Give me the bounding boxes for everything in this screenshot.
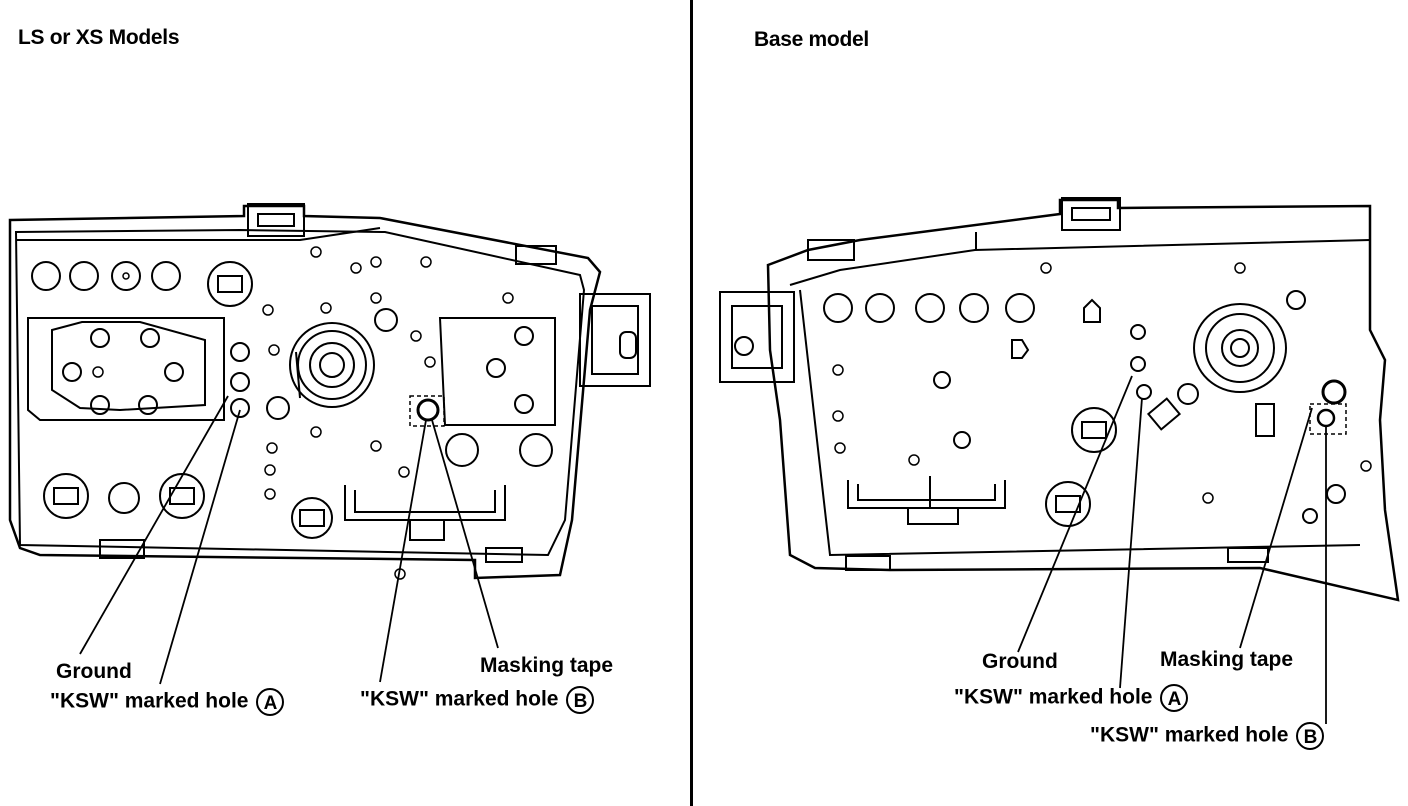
left-ksw-b-label: "KSW" marked hole B (360, 686, 595, 714)
left-masking-tape-label: Masking tape (480, 654, 614, 677)
ls-xs-gauge-assembly (8, 203, 651, 685)
hole-a-marker: A (256, 688, 285, 716)
hole-b-marker: B (566, 686, 595, 714)
left-ksw-b-text: "KSW" marked hole (360, 687, 559, 711)
right-masking-tape-label: Masking tape (1160, 648, 1294, 671)
right-ksw-b-label: "KSW" marked hole B (1090, 722, 1325, 750)
left-ksw-a-label: "KSW" marked hole A (50, 688, 285, 716)
right-panel-title: Base model (754, 28, 869, 51)
right-ground-label: Ground (982, 650, 1058, 673)
right-ksw-a-label: "KSW" marked hole A (954, 684, 1189, 712)
base-model-gauge-assembly (719, 197, 1400, 724)
left-ground-label: Ground (56, 660, 132, 683)
left-panel-title: LS or XS Models (18, 26, 180, 49)
hole-b-marker: B (1296, 722, 1325, 750)
right-ksw-a-text: "KSW" marked hole (954, 685, 1153, 709)
left-ksw-a-text: "KSW" marked hole (50, 689, 249, 713)
panel-divider (690, 0, 693, 806)
right-ksw-b-text: "KSW" marked hole (1090, 723, 1289, 747)
hole-a-marker: A (1160, 684, 1189, 712)
